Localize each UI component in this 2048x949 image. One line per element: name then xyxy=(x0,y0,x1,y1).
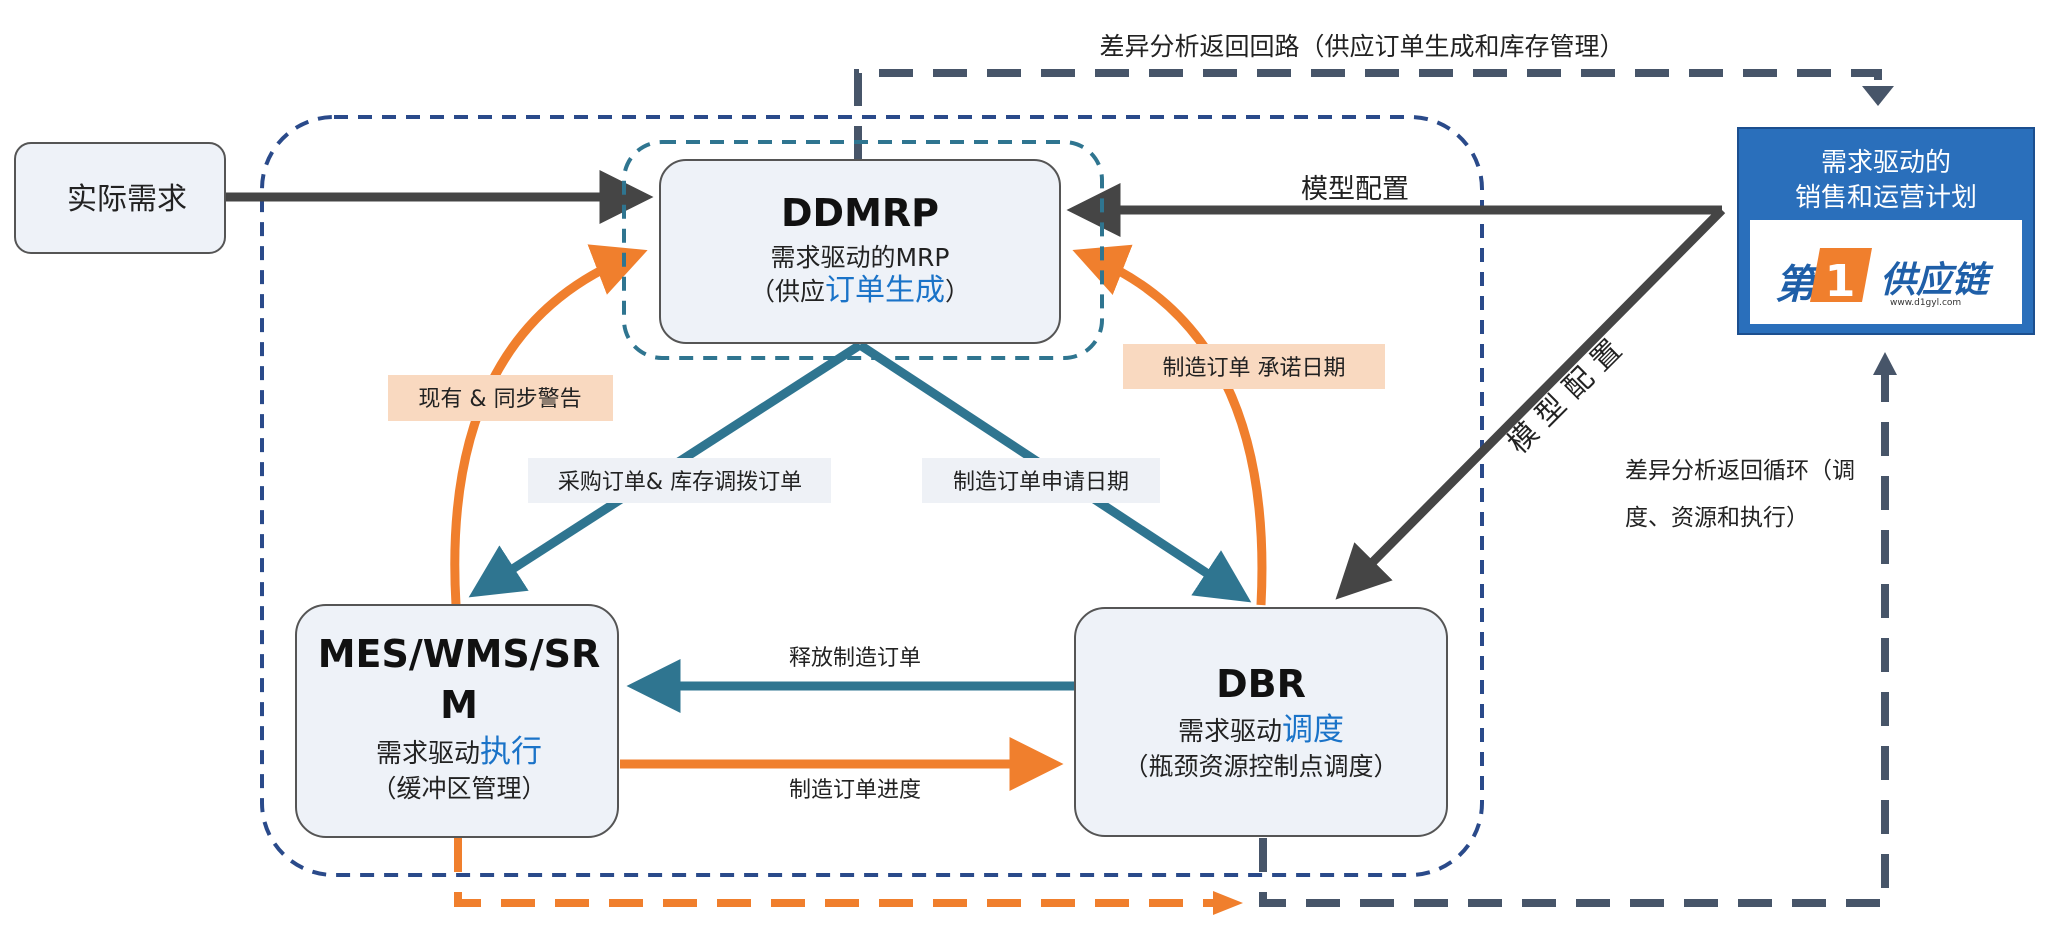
ddmrp-supply-prefix: （供应 xyxy=(750,277,825,306)
logo-number-badge xyxy=(1810,248,1872,302)
ddmrp-subtitle: 需求驱动的MRP xyxy=(770,243,949,272)
right-feedback-arrowhead xyxy=(1873,352,1897,375)
system-boundary xyxy=(260,115,1484,877)
mfg-promise-label: 制造订单 承诺日期 xyxy=(1163,356,1346,381)
dbr-node xyxy=(1074,607,1448,837)
model-config-top-label: 模型配置 xyxy=(1301,174,1409,205)
ddmrp-node xyxy=(659,159,1061,344)
top-feedback-arrowhead xyxy=(1862,86,1894,106)
ddsop-line2: 销售和运营计划 xyxy=(1795,183,1977,213)
mes-execution-highlight: 执行 xyxy=(480,734,542,770)
purchase-order-label: 采购订单& 库存调拨订单 xyxy=(558,470,802,495)
dbr-title: DBR xyxy=(1216,662,1306,706)
mes-title-line1: MES/WMS/SR xyxy=(318,632,601,676)
onhand-alert-label-bg xyxy=(388,375,613,421)
mfg-request-label-bg xyxy=(922,458,1160,503)
dbr-bottleneck-line: （瓶颈资源控制点调度） xyxy=(1123,752,1398,781)
supply-chain-logo: 第 1 供应链 www.d1gyl.com xyxy=(1775,248,1994,308)
right-loop-label-line1: 差异分析返回循环（调 xyxy=(1625,458,1855,484)
mes-title-line2: M xyxy=(440,683,478,727)
logo-panel xyxy=(1750,220,2022,324)
model-config-diag-label: 模型配置 xyxy=(1501,326,1635,460)
mes-buffer-line: （缓冲区管理） xyxy=(371,774,546,803)
mfg-request-label: 制造订单申请日期 xyxy=(953,470,1129,495)
mes-to-dbr-dashed xyxy=(454,838,1213,907)
ddmrp-supply-suffix: ） xyxy=(945,277,970,306)
mfg-promise-label-bg xyxy=(1123,344,1385,389)
right-feedback-loop xyxy=(1259,372,1889,907)
order-progress-label: 制造订单进度 xyxy=(789,778,921,803)
right-loop-label-line2: 度、资源和执行） xyxy=(1625,505,1809,531)
ddmrp-dashed-outline xyxy=(622,140,1104,360)
actual-demand-node xyxy=(14,142,226,254)
dbr-scheduling-line: 需求驱动调度 xyxy=(1178,712,1344,748)
logo-text-right: 供应链 xyxy=(1880,260,1994,301)
dbr-scheduling-prefix: 需求驱动 xyxy=(1178,717,1282,747)
actual-demand-label: 实际需求 xyxy=(67,182,187,217)
onhand-alert-label: 现有 & 同步警告 xyxy=(418,387,581,412)
logo-text-number: 1 xyxy=(1825,256,1856,307)
mes-execution-prefix: 需求驱动 xyxy=(376,739,480,769)
mes-node xyxy=(295,604,619,838)
release-order-label: 释放制造订单 xyxy=(789,646,921,671)
top-feedback-loop xyxy=(854,69,1882,160)
ddsop-to-dbr-edge xyxy=(1335,206,1726,600)
ddmrp-title: DDMRP xyxy=(781,191,939,235)
logo-url: www.d1gyl.com xyxy=(1890,298,1961,308)
ddsop-line1: 需求驱动的 xyxy=(1821,148,1951,178)
purchase-order-label-bg xyxy=(528,458,831,503)
mes-execution-line: 需求驱动执行 xyxy=(376,734,542,770)
ddmrp-supply-highlight: 订单生成 xyxy=(825,273,945,308)
ddmrp-supply-line: （供应订单生成） xyxy=(750,273,970,308)
dbr-scheduling-highlight: 调度 xyxy=(1282,712,1344,748)
mes-to-dbr-dashed-arrowhead xyxy=(1213,891,1243,915)
top-loop-label: 差异分析返回回路（供应订单生成和库存管理） xyxy=(1099,32,1624,61)
